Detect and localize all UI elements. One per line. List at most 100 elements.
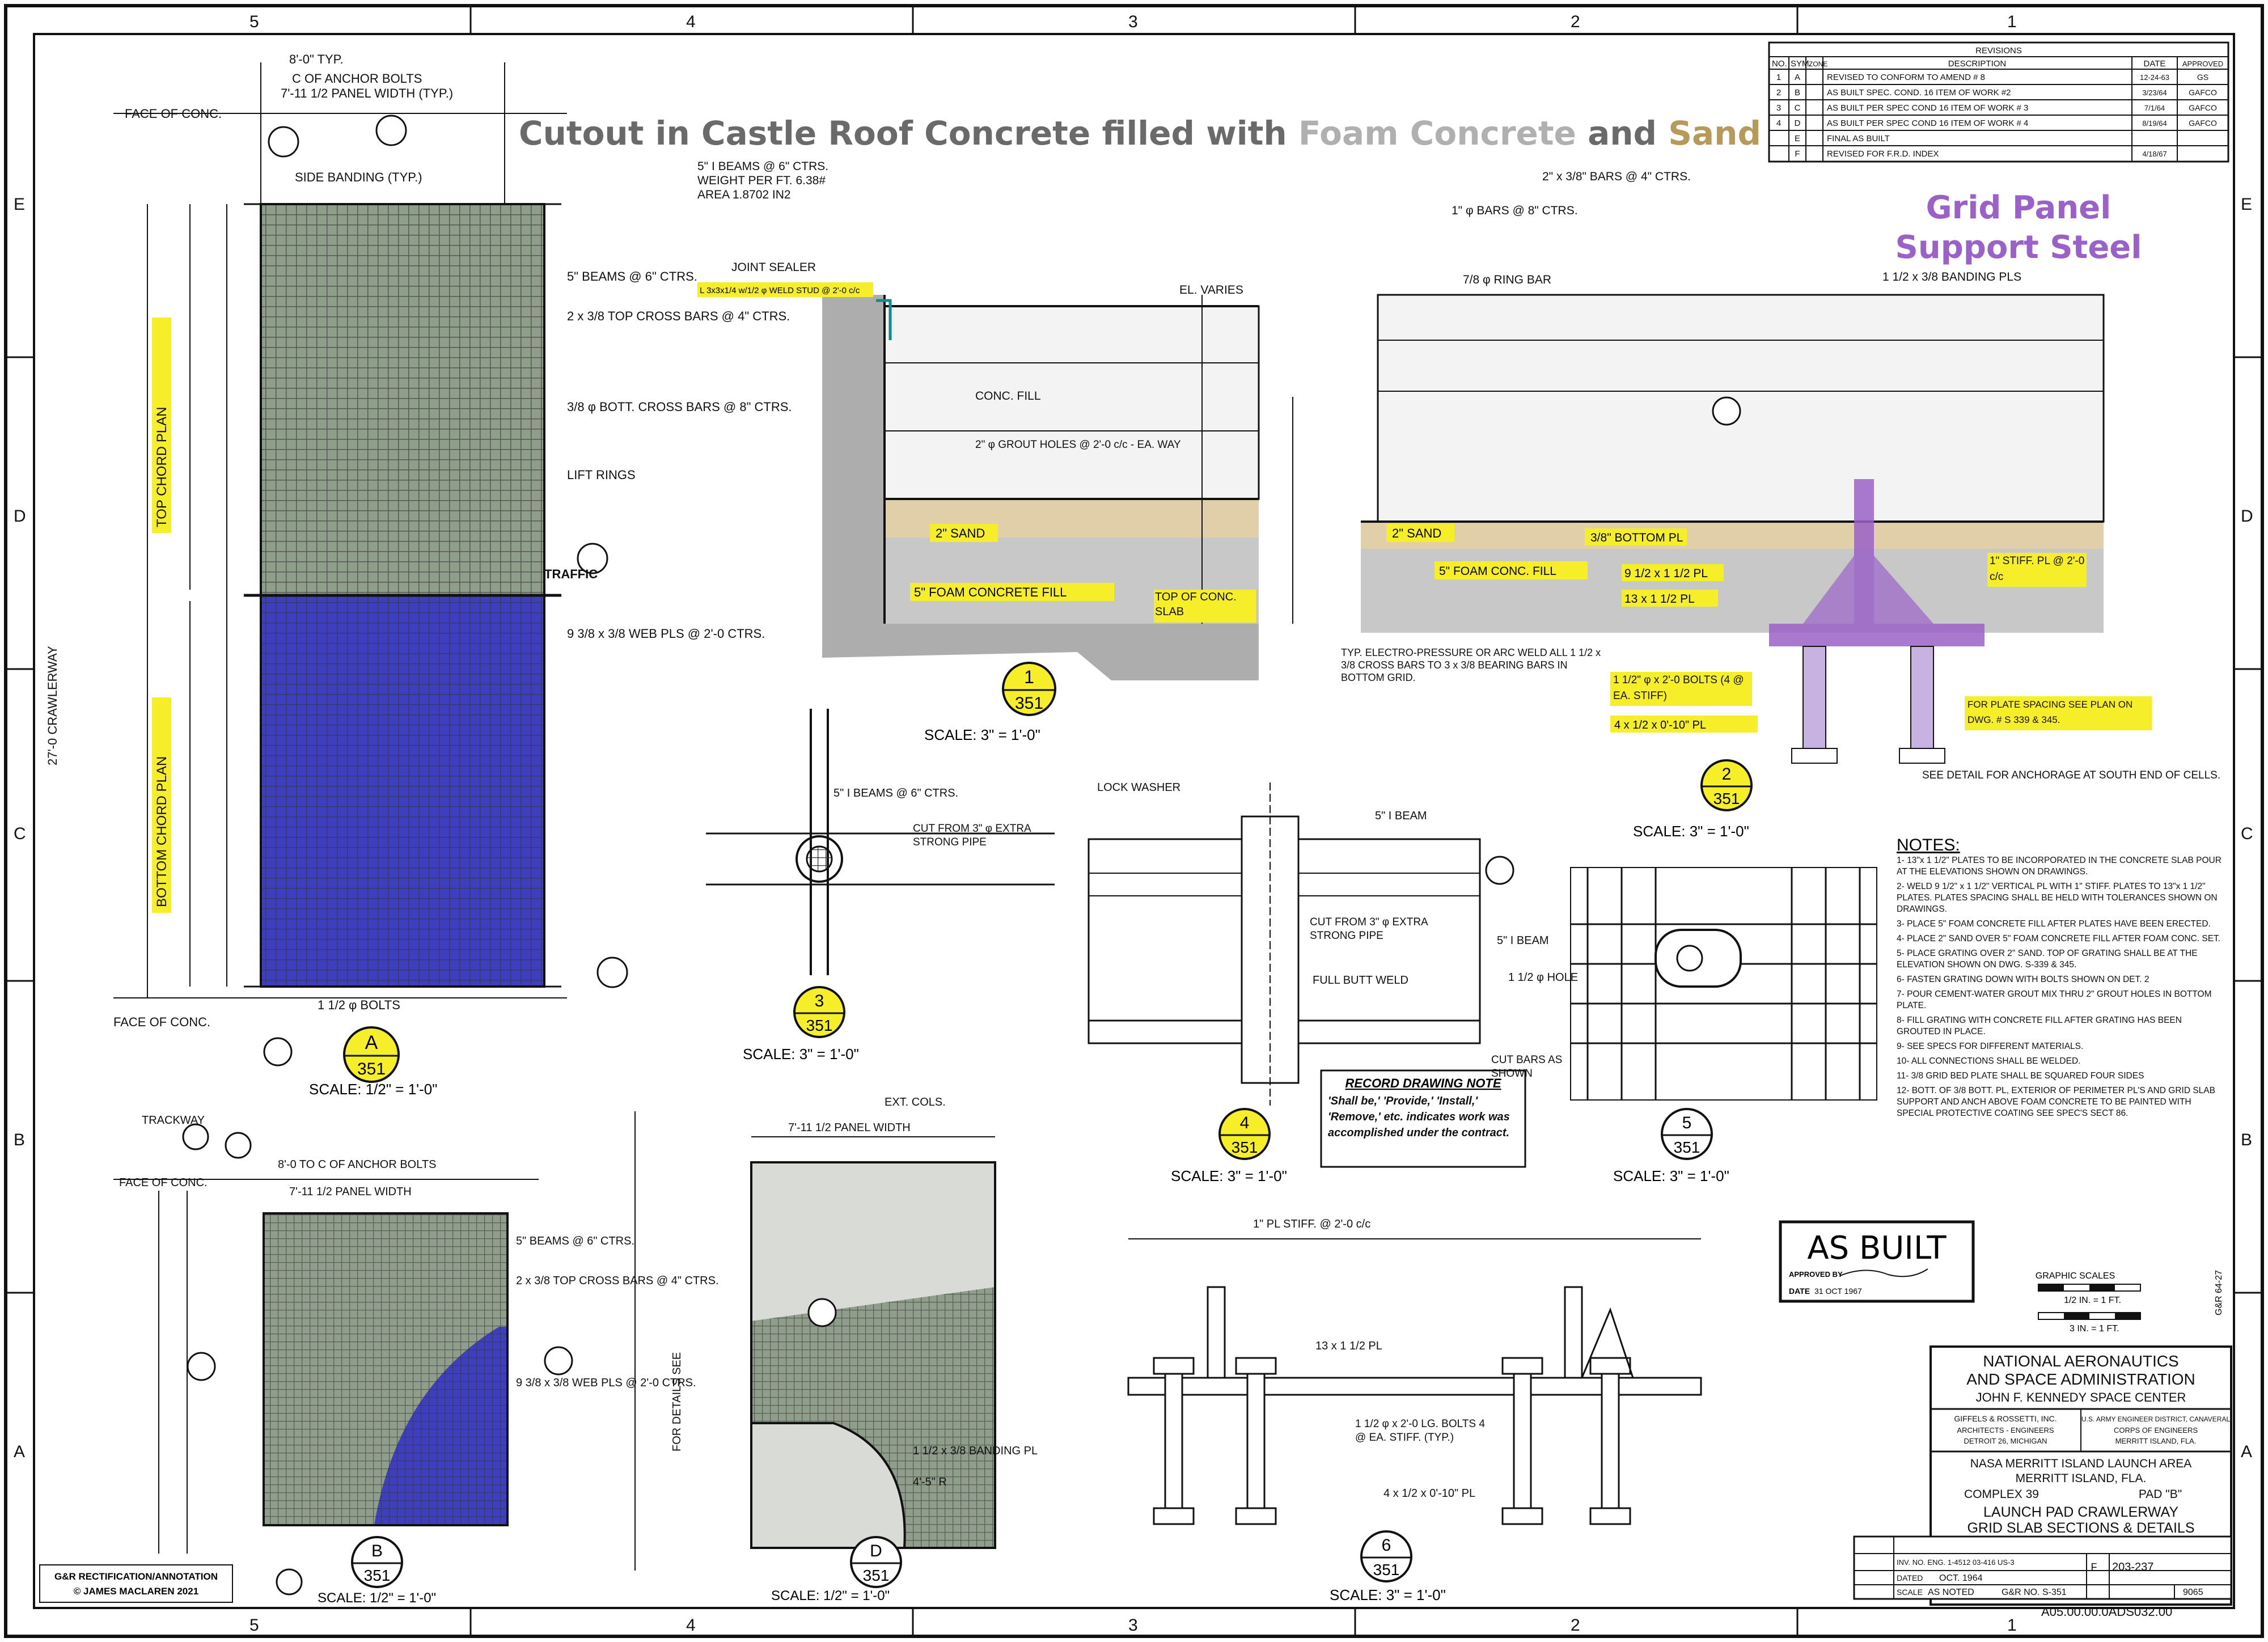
label-area: AREA 1.8702 IN2 — [697, 188, 791, 201]
highlight-foam-fill: 5" FOAM CONCRETE FILL — [914, 585, 1067, 599]
label-weight: WEIGHT PER FT. 6.38# — [697, 174, 826, 187]
plan-a — [113, 62, 628, 1067]
zone-top-5: 5 — [249, 12, 259, 31]
callout-6-id: 6 — [1382, 1536, 1391, 1555]
highlight-foam-fill-bg — [910, 583, 1114, 601]
callout-2-scale: SCALE: 3" = 1'-0" — [1633, 823, 1749, 840]
tb-project2: MERRITT ISLAND, FLA. — [2016, 1472, 2147, 1485]
callout-a-sheet: 351 — [357, 1060, 386, 1078]
callout-5: 5 351 SCALE: 3" = 1'-0" — [1613, 1108, 1729, 1184]
note-item: 8- FILL GRATING WITH CONCRETE FILL AFTER… — [1897, 1015, 2182, 1036]
notes-list-wrap: 1- 13"x 1 1/2" PLATES TO BE INCORPORATED… — [1897, 856, 2222, 1118]
zone-left-B: B — [14, 1131, 25, 1149]
label-panel-width-d: 7'-11 1/2 PANEL WIDTH — [788, 1122, 911, 1134]
tb-firm2: ARCHITECTS - ENGINEERS — [1957, 1426, 2054, 1434]
zone-left-A: A — [14, 1442, 25, 1461]
label-cut-from-wrap: CUT FROM 3" φ EXTRA STRONG PIPE — [913, 823, 1031, 848]
label-for-details: FOR DETAILS SEE — [671, 1352, 683, 1451]
rev-header-date: DATE — [2144, 59, 2166, 69]
highlight-foam-conc: 5" FOAM CONC. FILL — [1439, 565, 1556, 578]
rev-row-appr: GAFCO — [2189, 103, 2217, 112]
label-hole: 1 1/2 φ HOLE — [1508, 971, 1578, 984]
label-cut-bars-wrap: CUT BARS AS SHOWN — [1491, 1054, 1563, 1080]
rev-row-date: 3/23/64 — [2142, 88, 2167, 97]
record-note-title: RECORD DRAWING NOTE — [1345, 1076, 1502, 1090]
side-code: G&R 64-27 — [2214, 1270, 2224, 1315]
rev-row-sym: C — [1795, 103, 1801, 113]
highlight-bolts-wrap: 1 1/2" φ x 2'-0 BOLTS (4 @ EA. STIFF) — [1613, 674, 1744, 702]
label-cut-bars: CUT BARS AS SHOWN — [1491, 1054, 1563, 1080]
revisions-table: REVISIONS NO. SYM. ZONE DESCRIPTION DATE… — [1768, 41, 2229, 163]
headline: Cutout in Castle Roof Concrete filled wi… — [519, 114, 1761, 153]
graphic-scales: GRAPHIC SCALES 1/2 IN. = 1 FT. 3 IN. = 1… — [2036, 1271, 2141, 1334]
highlight-plate3-bg — [1610, 716, 1758, 733]
title-block: NATIONAL AERONAUTICS AND SPACE ADMINISTR… — [1853, 1345, 2232, 1619]
rev-row-appr: GAFCO — [2189, 119, 2217, 128]
label-typ-weld-wrap: TYP. ELECTRO-PRESSURE OR ARC WELD ALL 1 … — [1341, 647, 1601, 683]
rev-row-sym: B — [1795, 88, 1800, 98]
highlight-top-of-slab-wrap: TOP OF CONC. SLAB — [1155, 591, 1237, 618]
highlight-plate-spacing: FOR PLATE SPACING SEE PLAN ON DWG. # S 3… — [1967, 699, 2133, 725]
zone-right-D: D — [2241, 507, 2253, 526]
grid-panel-label-line1: Grid Panel — [1926, 189, 2112, 226]
tb-inv: INV. NO. ENG. 1-4512 03-416 US-3 — [1897, 1558, 2015, 1567]
zone-top-2: 2 — [1571, 12, 1580, 31]
label-grout-holes: 2" φ GROUT HOLES @ 2'-0 c/c - EA. WAY — [975, 439, 1181, 451]
zone-right-B: B — [2241, 1131, 2252, 1149]
callout-6-sheet: 351 — [1373, 1561, 1400, 1578]
highlight-plate1-bg — [1622, 564, 1724, 581]
grid-panel-label-line2: Support Steel — [1895, 229, 2142, 266]
rev-row-desc: AS BUILT SPEC. COND. 16 ITEM OF WORK #2 — [1827, 88, 2011, 98]
section-1 — [822, 295, 1293, 680]
graphic-scale-1: 1/2 IN. = 1 FT. — [2064, 1296, 2121, 1305]
callout-b-sheet: 351 — [364, 1567, 391, 1584]
callout-3: 3 351 SCALE: 3" = 1'-0" — [743, 986, 859, 1063]
as-built-date: 31 OCT 1967 — [1814, 1286, 1862, 1296]
as-built-stamp: AS BUILT APPROVED BY DATE 31 OCT 1967 — [1779, 1220, 1975, 1303]
highlight-bottom-plate: 3/8" BOTTOM PL — [1590, 531, 1683, 544]
callout-d-id: D — [870, 1542, 882, 1560]
rev-row-sym: D — [1795, 119, 1801, 128]
note-item: 6- FASTEN GRATING DOWN WITH BOLTS SHOWN … — [1897, 975, 2149, 984]
label-lg-bolts: 1 1/2 φ x 2'-0 LG. BOLTS 4 @ EA. STIFF. … — [1355, 1418, 1485, 1444]
rev-row-appr: GAFCO — [2189, 88, 2217, 97]
label-see-detail: SEE DETAIL FOR ANCHORAGE AT SOUTH END OF… — [1922, 769, 2221, 781]
callout-1: 1 351 SCALE: 3" = 1'-0" — [924, 662, 1056, 743]
label-plate-10: 4 x 1/2 x 0'-10" PL — [1383, 1487, 1475, 1500]
rev-row-date: 12-24-63 — [2140, 73, 2169, 82]
outer-border — [4, 4, 2264, 1638]
zone-bottom-2: 2 — [1571, 1616, 1580, 1635]
callout-d: D 351 SCALE: 1/2" = 1'-0" — [771, 1536, 902, 1603]
label-full-butt: FULL BUTT WELD — [1313, 974, 1408, 987]
callout-a-id: A — [365, 1032, 378, 1053]
callout-2-id: 2 — [1722, 765, 1732, 784]
tb-project1: NASA MERRITT ISLAND LAUNCH AREA — [1970, 1457, 2192, 1470]
rev-row-appr: GS — [2197, 73, 2208, 82]
revisions-title: REVISIONS — [1975, 46, 2022, 56]
label-i-beams-s3: 5" I BEAMS @ 6" CTRS. — [833, 787, 958, 799]
as-built-label: AS BUILT — [1807, 1230, 1947, 1267]
attribution-line2: © JAMES MACLAREN 2021 — [74, 1586, 198, 1597]
zone-ticks — [6, 6, 2262, 1636]
plan-b — [113, 1123, 573, 1596]
callout-3-sheet: 351 — [806, 1017, 833, 1034]
callout-1-id: 1 — [1024, 667, 1034, 687]
notes-title: NOTES: — [1897, 836, 1960, 854]
label-traffic: TRAFFIC — [544, 567, 598, 581]
zone-left-C: C — [14, 824, 26, 843]
zone-right-E: E — [2241, 195, 2252, 214]
label-ext-cols: EXT. COLS. — [885, 1096, 946, 1108]
zone-left-E: E — [14, 195, 25, 214]
tb-size: F — [2091, 1561, 2097, 1573]
label-stiff-top: 1" PL STIFF. @ 2'-0 c/c — [1253, 1218, 1370, 1230]
highlight-bolts: 1 1/2" φ x 2'-0 BOLTS (4 @ EA. STIFF) — [1613, 674, 1744, 702]
callout-2-sheet: 351 — [1713, 790, 1740, 807]
section-5 — [1570, 867, 1877, 1101]
note-item: 4- PLACE 2" SAND OVER 5" FOAM CONCRETE F… — [1897, 934, 2221, 943]
label-web-bars-b: 9 3/8 x 3/8 WEB PLS @ 2'-0 CTRS. — [516, 1377, 696, 1389]
note-item: 5- PLACE GRATING OVER 2" SAND. TOP OF GR… — [1897, 949, 2198, 970]
tb-gr-no: G&R NO. S-351 — [2002, 1588, 2067, 1597]
callout-1-scale: SCALE: 3" = 1'-0" — [924, 726, 1040, 743]
callout-6: 6 351 SCALE: 3" = 1'-0" — [1330, 1530, 1446, 1603]
highlight-top-of-slab-bg — [1154, 590, 1256, 623]
